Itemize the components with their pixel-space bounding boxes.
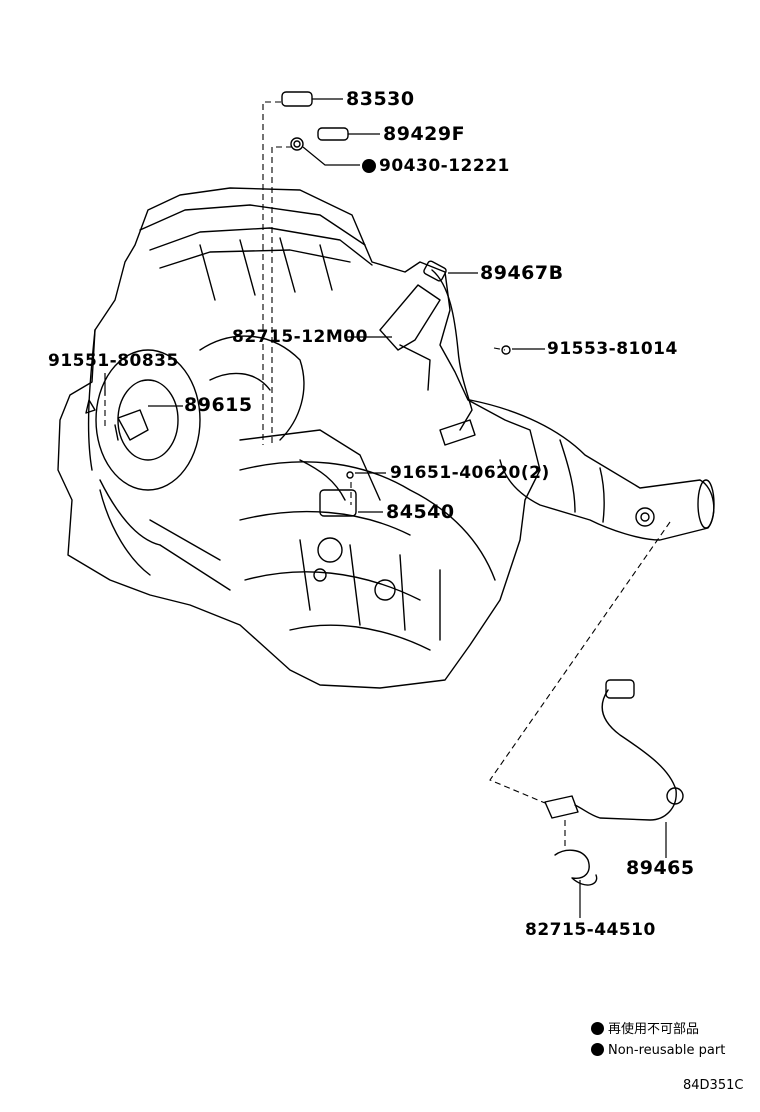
part-label-91553-81014[interactable]: 91553-81014 — [547, 339, 678, 359]
oil-pressure-switch-shape — [281, 91, 313, 107]
part-label-90430-12221[interactable]: 90430-12221 — [362, 156, 510, 176]
lower-bracket — [554, 849, 598, 886]
part-label-89465[interactable]: 89465 — [626, 857, 695, 879]
part-label-82715-12m00[interactable]: 82715-12M00 — [232, 327, 368, 347]
part-label-82715-44510[interactable]: 82715-44510 — [525, 920, 656, 940]
cylinder-head — [139, 204, 373, 269]
engine-outline — [57, 187, 541, 689]
non-reusable-marker-icon — [362, 159, 376, 173]
lower-o2-harness — [574, 689, 677, 821]
part-label-83530[interactable]: 83530 — [346, 88, 415, 110]
upper-bracket — [379, 284, 441, 391]
part-label-84540[interactable]: 84540 — [386, 501, 455, 523]
legend-en: Non-reusable part — [591, 1043, 725, 1059]
part-label-89467b[interactable]: 89467B — [480, 262, 564, 284]
part-label-89615[interactable]: 89615 — [184, 394, 253, 416]
non-reusable-marker-icon — [591, 1043, 604, 1056]
upper-o2-harness — [431, 269, 473, 431]
transmission — [239, 461, 496, 651]
non-reusable-marker-icon — [591, 1022, 604, 1035]
part-label-89429f[interactable]: 89429F — [383, 123, 466, 145]
legend-jp: 再使用不可部品 — [591, 1022, 699, 1038]
leader-90430 — [302, 146, 360, 166]
part-label-91651-40620[interactable]: 91651-40620(2) — [390, 463, 550, 483]
knock-sensor-shape — [317, 127, 349, 141]
pulley — [95, 349, 201, 491]
legend-en-text: Non-reusable part — [608, 1043, 726, 1058]
part-label-91551-80835[interactable]: 91551-80835 — [48, 351, 179, 371]
diagram-code: 84D351C — [683, 1078, 744, 1093]
legend-jp-text: 再使用不可部品 — [608, 1022, 700, 1037]
